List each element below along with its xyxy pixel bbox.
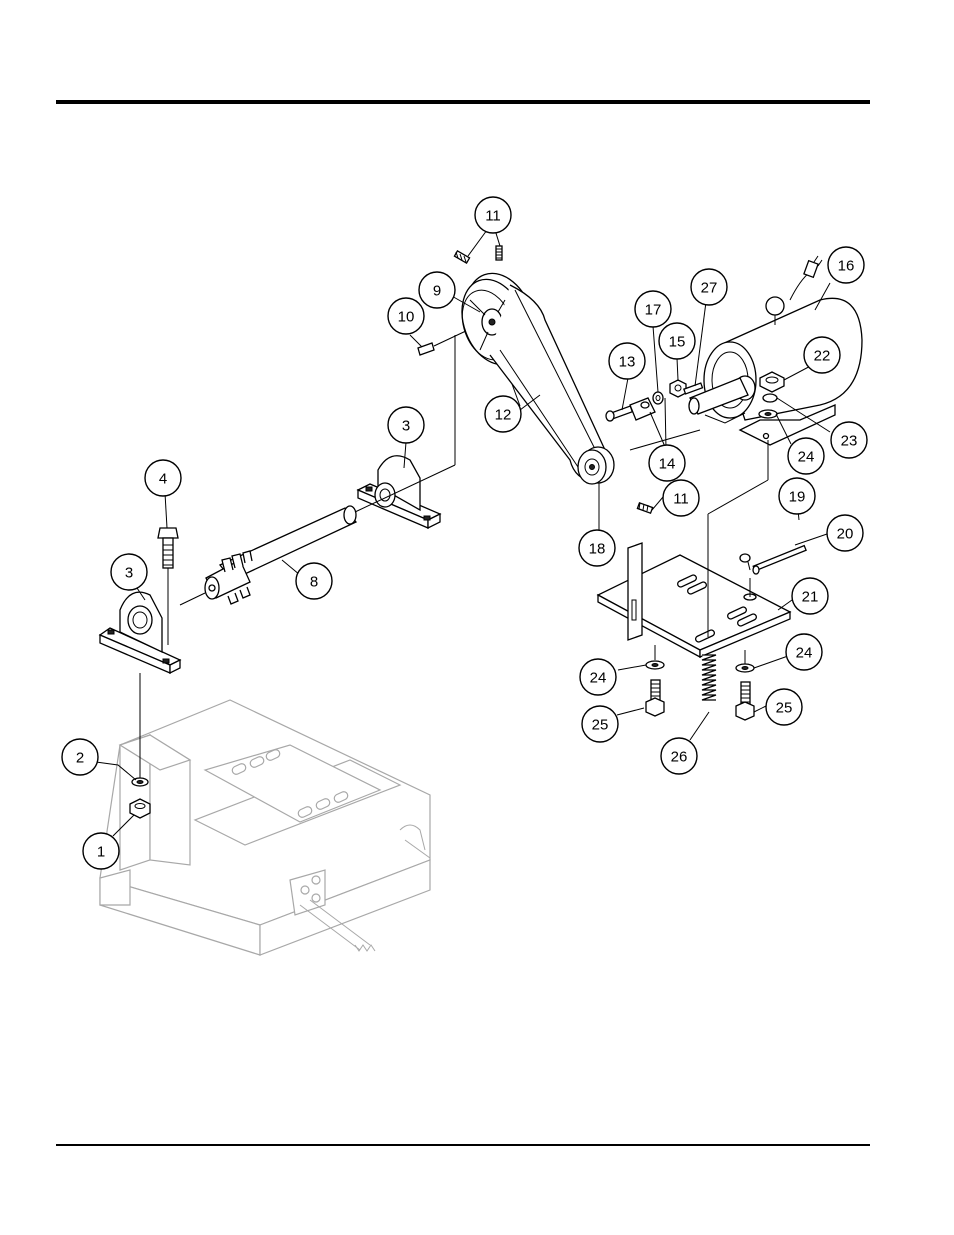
callout-label: 8: [310, 574, 318, 591]
callout-label: 25: [592, 717, 609, 734]
callout-label: 17: [645, 302, 662, 319]
callout-label: 26: [671, 749, 688, 766]
callout-label: 15: [669, 334, 686, 351]
callout-c13: 13: [609, 343, 645, 379]
callout-c26: 26: [661, 738, 697, 774]
callout-c23: 23: [831, 422, 867, 458]
leader-motor-plate: [708, 480, 768, 514]
lock-washer-23: [763, 394, 777, 402]
washer-24-right: [736, 664, 754, 672]
bolt-4: [158, 528, 178, 568]
set-screw-11-bottom: [637, 503, 652, 513]
pillow-block-right: [358, 456, 440, 528]
drive-shaft-8: [205, 506, 356, 604]
callout-label: 24: [796, 645, 813, 662]
callout-c20: 20: [827, 515, 863, 551]
callout-label: 18: [589, 541, 606, 558]
callout-label: 12: [495, 407, 512, 424]
mounting-plate-21: [598, 543, 790, 657]
callout-label: 11: [673, 491, 689, 508]
callout-c4: 4: [145, 460, 181, 496]
callout-c8: 8: [296, 563, 332, 599]
callout-c3a: 3: [111, 554, 147, 590]
callout-c25b: 25: [766, 689, 802, 725]
bracket-14: [630, 398, 655, 420]
washer-24-left: [646, 661, 664, 669]
callout-c21: 21: [792, 578, 828, 614]
callout-label: 22: [814, 348, 831, 365]
callout-label: 11: [485, 208, 501, 225]
callout-c22: 22: [804, 337, 840, 373]
callout-label: 3: [125, 565, 133, 582]
bolt-25-right: [736, 682, 754, 720]
callout-c24c: 24: [786, 634, 822, 670]
set-screw-11-top-right: [496, 246, 502, 260]
base-frame-ghost: [100, 700, 430, 955]
callout-c24b: 24: [580, 659, 616, 695]
callout-label: 21: [802, 589, 819, 606]
callout-label: 14: [659, 456, 676, 473]
bolt-13: [606, 406, 632, 421]
callout-c11b: 11: [663, 480, 699, 516]
callout-label: 24: [590, 670, 607, 687]
nut-1: [130, 799, 150, 818]
callout-label: 23: [841, 433, 858, 450]
callout-c16: 16: [828, 247, 864, 283]
washer-24-motor: [759, 410, 777, 418]
callout-label: 4: [159, 471, 167, 488]
callout-label: 9: [433, 283, 441, 300]
nut-15: [670, 380, 686, 397]
set-screw-11-top-left: [454, 251, 469, 263]
callout-label: 19: [789, 489, 806, 506]
callout-c14: 14: [649, 445, 685, 481]
callout-c27: 27: [691, 269, 727, 305]
callout-c25a: 25: [582, 706, 618, 742]
callout-c12: 12: [485, 396, 521, 432]
spring-26: [702, 655, 716, 700]
callout-c17: 17: [635, 291, 671, 327]
callout-label: 10: [398, 309, 415, 326]
washer-17: [653, 392, 663, 404]
callout-label: 2: [76, 750, 84, 767]
callout-label: 25: [776, 700, 793, 717]
callout-label: 3: [402, 418, 410, 435]
callout-c9: 9: [419, 272, 455, 308]
bolt-25-left: [646, 680, 664, 716]
callout-label: 16: [838, 258, 855, 275]
callout-c3b: 3: [388, 407, 424, 443]
callout-label: 27: [701, 280, 718, 297]
callout-c11a: 11: [475, 197, 511, 233]
callout-c19: 19: [779, 478, 815, 514]
callout-c10: 10: [388, 298, 424, 334]
callout-label: 13: [619, 354, 636, 371]
callout-c15: 15: [659, 323, 695, 359]
callout-label: 24: [798, 449, 815, 466]
callout-c1: 1: [83, 833, 119, 869]
cotter-pin-19: [740, 554, 750, 570]
callout-c2: 2: [62, 739, 98, 775]
callout-label: 20: [837, 526, 854, 543]
callout-c24a: 24: [788, 438, 824, 474]
pin-20: [753, 546, 806, 574]
callout-label: 1: [97, 844, 105, 861]
pin-27: [684, 383, 703, 394]
callout-c18: 18: [579, 530, 615, 566]
leader-shaft-left: [180, 593, 205, 605]
